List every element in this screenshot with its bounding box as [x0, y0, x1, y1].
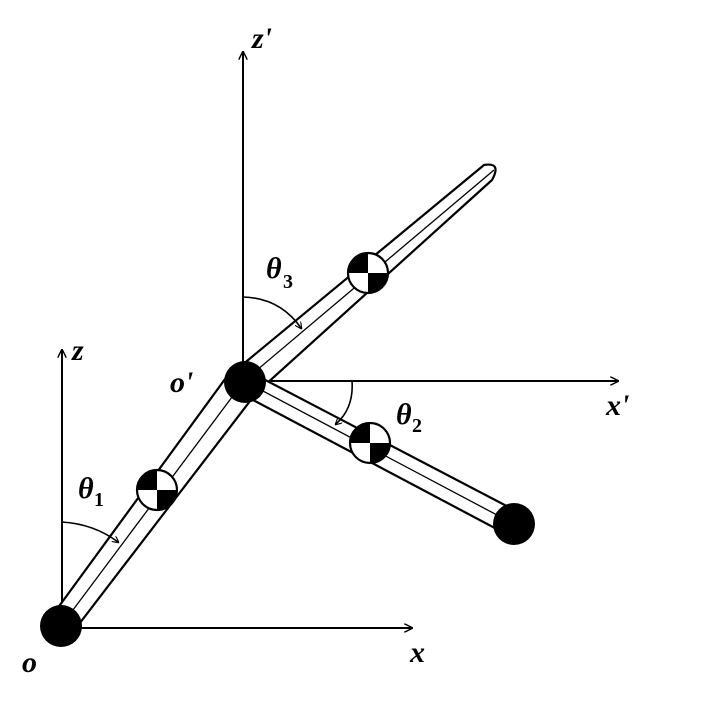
center-of-mass-2-icon: [348, 421, 392, 465]
origin-label: o: [22, 646, 37, 679]
svg-text:3: 3: [283, 271, 293, 293]
center-of-mass-3-icon: [346, 251, 390, 295]
base-joint: [40, 605, 82, 647]
origin-prime-label: o': [170, 366, 193, 399]
svg-text:θ: θ: [396, 398, 412, 431]
svg-text:θ: θ: [266, 252, 282, 285]
z-label: z: [71, 334, 84, 367]
theta3-arc: [242, 296, 301, 328]
theta2-label: θ 2: [396, 398, 422, 437]
theta2-arc: [336, 380, 353, 424]
theta1-label: θ 1: [78, 472, 104, 511]
shoulder-joint: [224, 361, 266, 403]
theta1-arc: [61, 521, 118, 542]
center-of-mass-1-icon: [135, 468, 179, 512]
theta3-label: θ 3: [266, 252, 293, 293]
svg-text:2: 2: [412, 415, 422, 437]
svg-text:1: 1: [94, 489, 104, 511]
x-prime-label: x': [605, 389, 629, 422]
x-label: x: [409, 636, 425, 669]
z-prime-label: z': [251, 22, 272, 55]
svg-text:θ: θ: [78, 472, 94, 505]
end-point: [493, 503, 535, 545]
